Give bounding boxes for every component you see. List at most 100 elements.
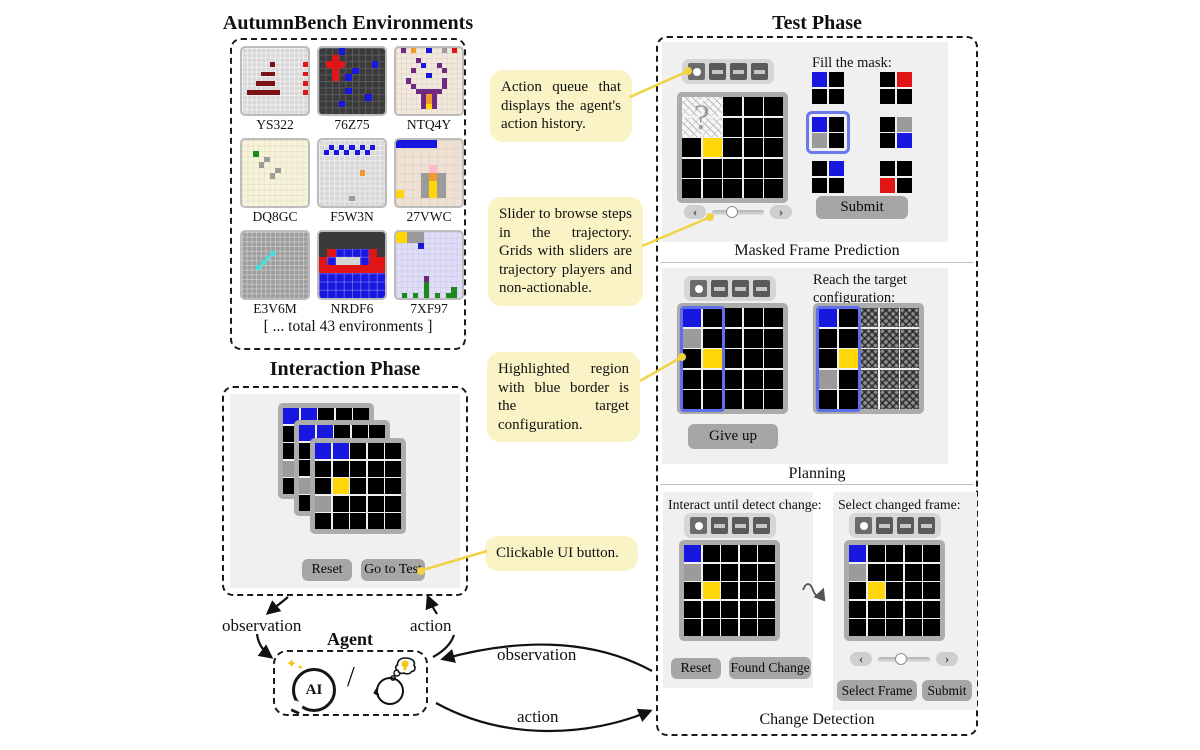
grid-cell[interactable] <box>682 390 701 409</box>
reset-button[interactable]: Reset <box>302 559 352 581</box>
grid-cell[interactable] <box>332 478 349 494</box>
grid-cell[interactable] <box>758 619 775 636</box>
cd-submit-button[interactable]: Submit <box>922 680 972 701</box>
slider-thumb[interactable] <box>895 653 908 665</box>
environment-thumbnail[interactable] <box>394 138 464 208</box>
grid-cell[interactable] <box>723 328 742 348</box>
environment-thumbnail[interactable] <box>240 230 310 300</box>
grid-cell[interactable] <box>721 563 738 581</box>
slider-thumb[interactable] <box>725 206 738 218</box>
grid-cell[interactable] <box>332 443 349 459</box>
found-change-button[interactable]: Found Change <box>729 657 811 679</box>
grid-cell[interactable] <box>723 369 742 389</box>
mask-option-tile[interactable] <box>812 116 844 148</box>
grid-cell[interactable] <box>682 369 701 389</box>
grid-cell[interactable] <box>702 308 722 327</box>
grid-cell[interactable] <box>743 390 763 409</box>
grid-cell[interactable] <box>315 460 331 477</box>
environment-thumbnail[interactable] <box>394 46 464 116</box>
grid-cell[interactable] <box>350 443 366 459</box>
grid-cell[interactable] <box>721 600 738 618</box>
grid-cell[interactable] <box>682 328 701 348</box>
grid-cell[interactable] <box>315 513 331 529</box>
environment-thumbnail[interactable] <box>240 138 310 208</box>
grid-cell[interactable] <box>723 349 742 368</box>
grid-cell[interactable] <box>764 308 783 327</box>
grid-cell[interactable] <box>682 308 701 327</box>
mask-option-5[interactable] <box>812 161 844 193</box>
grid-cell[interactable] <box>702 390 722 409</box>
grid-cell[interactable] <box>723 308 742 327</box>
interaction-grid-front[interactable] <box>310 438 406 534</box>
grid-cell[interactable] <box>684 582 701 599</box>
mask-option-tile[interactable] <box>812 72 844 104</box>
grid-cell[interactable] <box>367 443 384 459</box>
slider-next-button[interactable]: › <box>936 652 958 666</box>
grid-cell[interactable] <box>743 308 763 327</box>
mask-option-2[interactable] <box>880 72 912 104</box>
grid-cell[interactable] <box>739 600 757 618</box>
grid-cell[interactable] <box>702 563 720 581</box>
grid-cell[interactable] <box>723 390 742 409</box>
mask-option-tile[interactable] <box>880 116 912 148</box>
grid-cell[interactable] <box>385 443 401 459</box>
grid-cell[interactable] <box>743 369 763 389</box>
grid-cell[interactable] <box>684 619 701 636</box>
go-to-test-button[interactable]: Go to Test <box>361 559 425 581</box>
environment-thumbnail[interactable] <box>240 46 310 116</box>
grid-cell[interactable] <box>764 328 783 348</box>
mask-option-tile[interactable] <box>812 161 844 193</box>
grid-cell[interactable] <box>702 600 720 618</box>
select-frame-button[interactable]: Select Frame <box>837 680 917 701</box>
give-up-button[interactable]: Give up <box>688 424 778 449</box>
grid-cell[interactable] <box>764 390 783 409</box>
grid-cell[interactable] <box>367 495 384 512</box>
grid-cell[interactable] <box>702 369 722 389</box>
grid-cell[interactable] <box>385 513 401 529</box>
grid-cell[interactable] <box>385 495 401 512</box>
grid-cell[interactable] <box>758 563 775 581</box>
grid-cell[interactable] <box>350 478 366 494</box>
grid-cell[interactable] <box>702 328 722 348</box>
grid-cell[interactable] <box>739 563 757 581</box>
trajectory-slider[interactable]: ‹ › <box>684 205 792 219</box>
slider-track[interactable] <box>712 206 764 218</box>
environment-thumbnail[interactable] <box>317 46 387 116</box>
environment-thumbnail[interactable] <box>317 138 387 208</box>
cd-reset-button[interactable]: Reset <box>671 658 721 679</box>
mask-option-tile[interactable] <box>880 72 912 104</box>
environment-thumbnail[interactable] <box>394 230 464 300</box>
slider-prev-button[interactable]: ‹ <box>684 205 706 219</box>
grid-cell[interactable] <box>739 582 757 599</box>
grid-cell[interactable] <box>350 460 366 477</box>
grid-cell[interactable] <box>350 495 366 512</box>
grid-cell[interactable] <box>684 545 701 562</box>
mask-option-6[interactable] <box>880 161 912 193</box>
grid-cell[interactable] <box>367 460 384 477</box>
slider-track[interactable] <box>878 653 930 665</box>
frame-slider[interactable]: ‹ › <box>850 652 958 666</box>
slider-next-button[interactable]: › <box>770 205 792 219</box>
grid-cell[interactable] <box>758 582 775 599</box>
grid-cell[interactable] <box>315 443 331 459</box>
grid-cell[interactable] <box>721 545 738 562</box>
grid-cell[interactable] <box>702 619 720 636</box>
grid-cell[interactable] <box>743 349 763 368</box>
grid-cell[interactable] <box>758 545 775 562</box>
grid-cell[interactable] <box>684 563 701 581</box>
grid-cell[interactable] <box>332 513 349 529</box>
slider-prev-button[interactable]: ‹ <box>850 652 872 666</box>
grid-cell[interactable] <box>702 349 722 368</box>
grid-cell[interactable] <box>682 349 701 368</box>
grid-cell[interactable] <box>367 513 384 529</box>
grid-cell[interactable] <box>739 545 757 562</box>
grid-cell[interactable] <box>758 600 775 618</box>
grid-cell[interactable] <box>350 513 366 529</box>
planning-current-grid[interactable] <box>677 303 788 414</box>
mask-option-tile[interactable] <box>880 161 912 193</box>
grid-cell[interactable] <box>739 619 757 636</box>
grid-cell[interactable] <box>315 495 331 512</box>
grid-cell[interactable] <box>721 582 738 599</box>
mask-option-1[interactable] <box>812 72 844 104</box>
mask-option-3[interactable] <box>806 110 850 154</box>
